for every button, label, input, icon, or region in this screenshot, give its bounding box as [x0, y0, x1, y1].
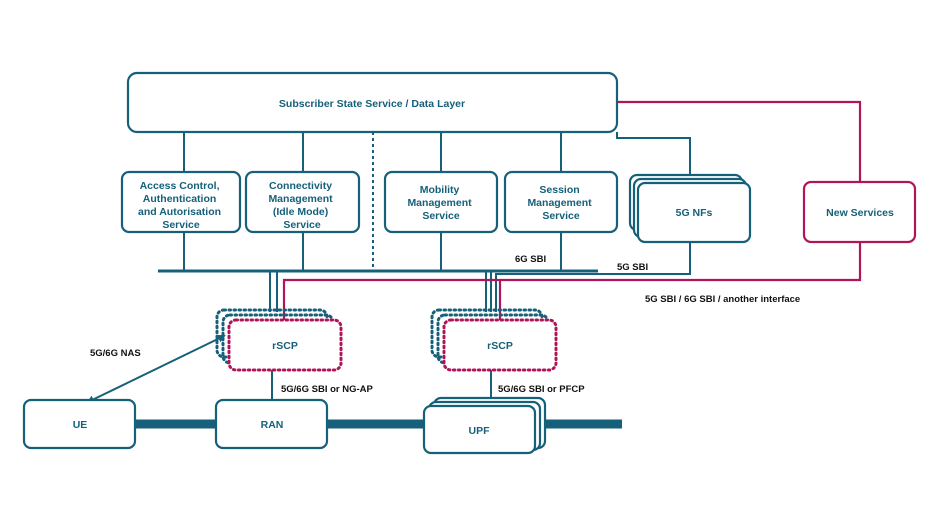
upf-box [422, 404, 537, 455]
ran-label: RAN [261, 419, 284, 431]
new-services-label: New Services [826, 207, 894, 219]
link-nfs-5gsbi [495, 242, 691, 312]
nfs-5g-stack: 5G NFs [628, 173, 752, 244]
label-nas: 5G/6G NAS [90, 348, 141, 359]
rscp-right-stack: rSCP [430, 308, 558, 372]
nfs-5g-label: 5G NFs [676, 207, 713, 219]
rscp-left-label: rSCP [272, 340, 298, 352]
upf-label: UPF [469, 425, 491, 437]
rscp-left-box [227, 318, 343, 372]
mobility-label: Mobility Management Service [407, 184, 474, 222]
session-label: Session Management Service [527, 184, 594, 222]
connectors [86, 100, 862, 429]
nfs-5g-box [636, 181, 752, 244]
ue-label: UE [73, 419, 88, 431]
ran-box [214, 398, 329, 450]
label-5g-sbi: 5G SBI [617, 262, 648, 273]
subscriber-state-label: Subscriber State Service / Data Layer [279, 98, 465, 110]
link-nfs-top [616, 132, 691, 175]
label-6g-sbi: 6G SBI [515, 254, 546, 265]
upf-stack: UPF [422, 396, 547, 455]
access-control-label: Access Control, Authentication and Autor… [138, 180, 224, 231]
connectivity-box [244, 170, 361, 234]
label-pfcp: 5G/6G SBI or PFCP [498, 384, 585, 395]
link-new-services-left [282, 242, 862, 320]
link-new-services-top [617, 100, 862, 182]
nas-arrow [86, 335, 226, 403]
rscp-right-label: rSCP [487, 340, 513, 352]
connectivity-label: Connectivity Management (Idle Mode) Serv… [268, 180, 335, 231]
ue-box [22, 398, 137, 450]
label-sbi-mixed: 5G SBI / 6G SBI / another interface [645, 294, 800, 305]
mobility-box [383, 170, 499, 234]
subscriber-state-box [126, 71, 619, 134]
session-box [503, 170, 619, 234]
access-control-box [120, 170, 242, 234]
rscp-left-stack: rSCP [215, 308, 343, 372]
label-ngap: 5G/6G SBI or NG-AP [281, 384, 374, 395]
rscp-right-box [442, 318, 558, 372]
new-services-box [802, 180, 917, 244]
